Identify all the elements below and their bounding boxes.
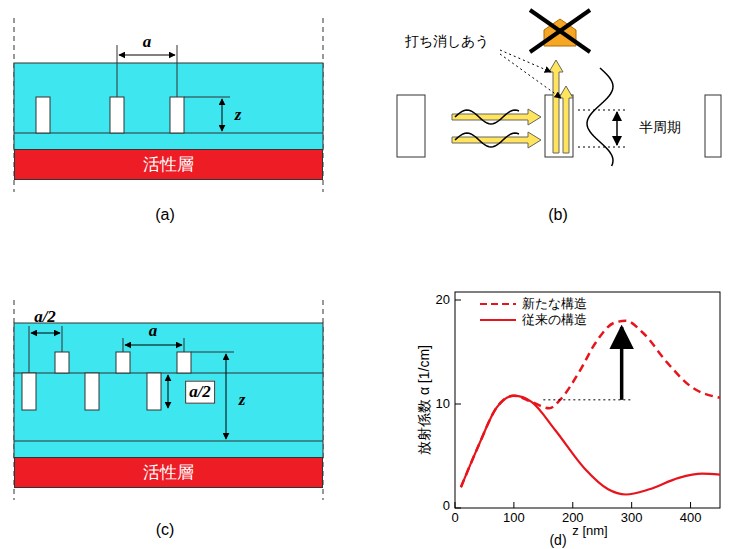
chart	[455, 292, 720, 508]
tick-label: 10	[436, 397, 450, 411]
tick-label: 400	[680, 511, 702, 525]
legend: 新たな構造従来の構造	[478, 296, 587, 328]
dimension-label: z	[235, 106, 242, 125]
axis-title: 放射係数 α [1/cm]	[417, 345, 432, 455]
dimension-label: a/2	[34, 308, 56, 327]
active-layer: 活性層	[14, 149, 323, 180]
axis-title: z [nm]	[572, 524, 607, 538]
panel-label: (a)	[155, 206, 175, 224]
panel-label: (d)	[549, 533, 566, 548]
legend-row: 従来の構造	[478, 312, 587, 328]
tick-label: 300	[621, 511, 643, 525]
legend-text: 従来の構造	[522, 311, 587, 329]
legend-row: 新たな構造	[478, 296, 587, 312]
structure-a	[14, 18, 323, 192]
dimension-label: a/2	[185, 381, 215, 404]
legend-sample	[478, 315, 518, 325]
tick-label: 0	[451, 511, 458, 525]
layer-label: 活性層	[143, 461, 194, 484]
annotation: 打ち消しあう	[405, 34, 489, 49]
dimension-label: z	[239, 391, 246, 410]
structure-c	[14, 300, 323, 500]
cancellation-sketch	[397, 10, 721, 166]
panel-label: (c)	[156, 521, 175, 539]
annotation: 半周期	[639, 120, 681, 135]
tick-label: 200	[562, 511, 584, 525]
legend-text: 新たな構造	[522, 295, 587, 313]
panel-label: (b)	[548, 206, 568, 224]
tick-label: 20	[436, 293, 450, 307]
active-layer: 活性層	[14, 457, 323, 488]
dimension-label: a	[143, 33, 152, 52]
legend-sample	[478, 299, 518, 309]
tick-label: 0	[443, 499, 450, 513]
tick-label: 100	[503, 511, 525, 525]
layer-label: 活性層	[143, 153, 194, 176]
dimension-label: a	[149, 322, 158, 341]
